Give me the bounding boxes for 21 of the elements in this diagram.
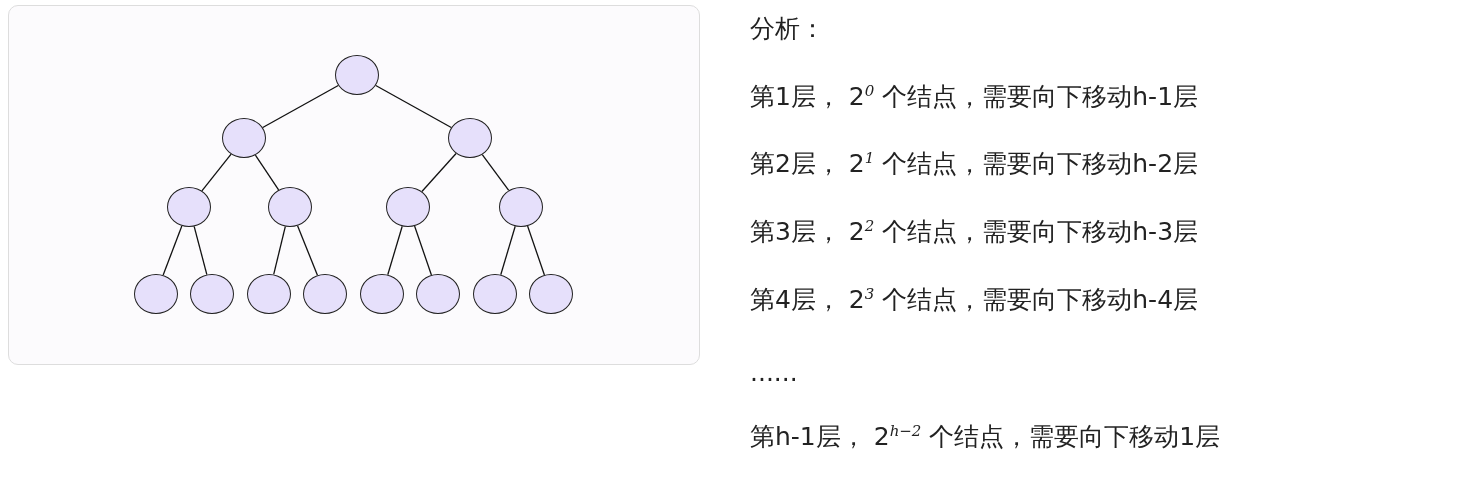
tree-edge-line — [193, 225, 208, 276]
tree-edge-line — [254, 154, 280, 191]
tree-edge-line — [375, 84, 452, 129]
tree-edge-line — [526, 225, 546, 276]
tree-edge-line — [413, 225, 433, 276]
analysis-text-line: ...... — [750, 358, 798, 387]
tree-edge-line — [273, 225, 286, 276]
tree-edge-line — [387, 225, 403, 276]
tree-edge-line — [500, 225, 516, 276]
analysis-text-line: 第3层， 2$^{2}$ 个结点，需要向下移动h-3层 — [750, 215, 1199, 248]
tree-edge-line — [262, 84, 339, 129]
tree-edge-line — [201, 153, 232, 192]
tree-edge-line — [421, 152, 457, 193]
analysis-heading: 分析： — [750, 13, 825, 45]
tree-edge-line — [296, 225, 319, 276]
analysis-text-line: 第4层， 2$^{3}$ 个结点，需要向下移动h-4层 — [750, 283, 1199, 316]
analysis-text-line: 第1层， 2$^{0}$ 个结点，需要向下移动h-1层 — [750, 80, 1199, 113]
analysis-text-line: 第h-1层， 2$^{h−2}$ 个结点，需要向下移动1层 — [750, 420, 1221, 453]
analysis-text-line: 第2层， 2$^{1}$ 个结点，需要向下移动h-2层 — [750, 147, 1199, 180]
tree-edge-line — [481, 153, 510, 192]
tree-edge-line — [162, 225, 183, 276]
